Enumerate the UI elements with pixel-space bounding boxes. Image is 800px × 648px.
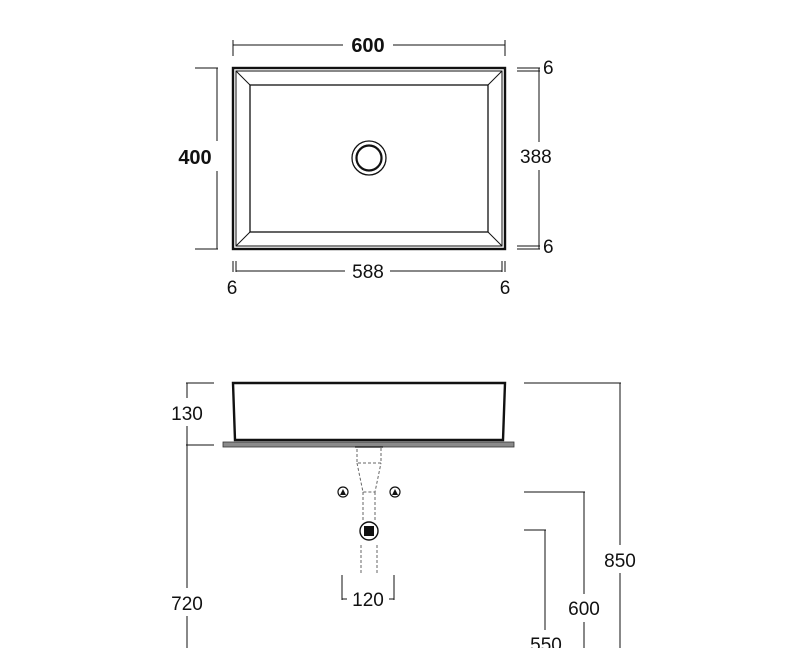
- right-rim-label: 6: [500, 278, 511, 299]
- dimension-width-top: [232, 40, 506, 56]
- bottom-rim-label: 6: [543, 237, 554, 258]
- inner-width-label: 588: [352, 262, 384, 283]
- drain-inner-circle: [355, 144, 383, 172]
- basin-outer-outline: [231, 66, 507, 251]
- dimension-height-left: [195, 67, 218, 250]
- bevel-line-tr: [487, 70, 503, 86]
- height-label: 400: [178, 147, 211, 169]
- left-rim-label: 6: [227, 278, 238, 299]
- dimension-left-side: [186, 382, 214, 648]
- right-valve-icon: [389, 486, 401, 498]
- dimension-bottom: [232, 261, 506, 272]
- height-550-label: 550: [530, 635, 562, 648]
- top-rim-label: 6: [543, 58, 554, 79]
- bevel-line-bl: [235, 231, 251, 247]
- bevel-line-br: [487, 231, 503, 247]
- left-valve-icon: [337, 486, 349, 498]
- bevel-line-tl: [235, 70, 251, 86]
- dimension-right-side: [517, 67, 540, 250]
- waste-pipe: [356, 446, 382, 575]
- dimension-height-550: [524, 529, 546, 630]
- inner-height-label: 388: [520, 147, 552, 168]
- basin-rim-outline: [235, 70, 503, 247]
- side-view: 120 130 720 850 600 550: [171, 381, 636, 648]
- top-view: 600 400 6 388 6 588: [178, 35, 553, 299]
- countertop: [222, 441, 515, 448]
- dimension-height-600: [524, 491, 585, 648]
- countertop-height-label: 720: [171, 594, 203, 615]
- width-label: 600: [351, 35, 384, 57]
- height-600-label: 600: [568, 599, 600, 620]
- basin-height-label: 130: [171, 404, 203, 425]
- basin-bowl-outline: [249, 84, 489, 233]
- dimension-overall-height: [524, 382, 621, 648]
- overall-height-label: 850: [604, 551, 636, 572]
- basin-side-profile: [231, 381, 507, 442]
- trap-outlet-square: [364, 526, 374, 536]
- waste-spacing-label: 120: [352, 590, 384, 611]
- dimension-waste-spacing: [341, 575, 395, 600]
- drain-outer-circle: [351, 140, 387, 176]
